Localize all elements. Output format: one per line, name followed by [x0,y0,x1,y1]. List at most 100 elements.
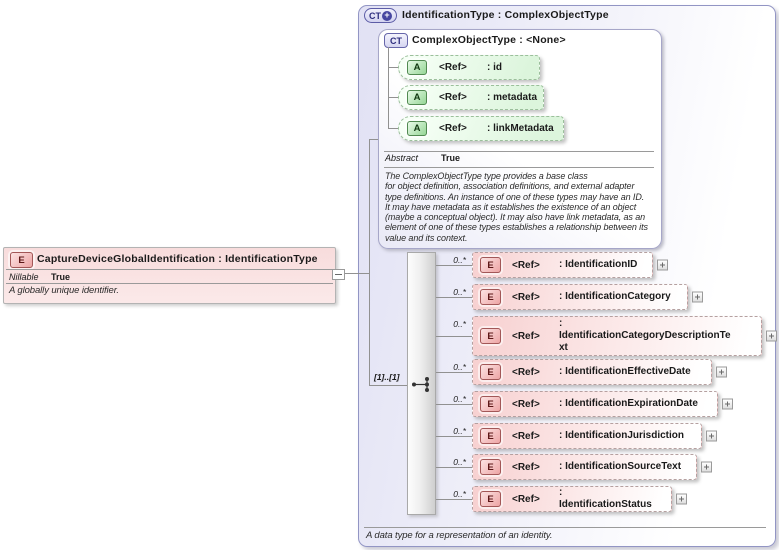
element-ref: <Ref> [512,291,540,303]
facet-label: Nillable [9,272,39,282]
separator [384,167,654,168]
connector-line [436,436,472,437]
occurs-label: 0..* [453,394,466,404]
connector-line [436,265,472,266]
element-icon: E [480,328,501,344]
separator [384,151,654,152]
attribute-name: : metadata [487,92,538,103]
expand-icon[interactable] [676,493,687,505]
connector-line [369,385,407,386]
element-icon: E [480,364,501,380]
connector-line [369,139,378,140]
element-ref: <Ref> [512,430,540,442]
element-row[interactable]: E <Ref> : IdentificationCategoryDescript… [472,316,777,356]
attribute-row[interactable]: A <Ref> : metadata [398,85,544,110]
element-row[interactable]: E <Ref> : IdentificationExpirationDate [472,391,733,417]
element-row[interactable]: E <Ref> : IdentificationEffectiveDate [472,359,727,385]
connector-line [436,499,472,500]
element-ref: <Ref> [512,330,540,342]
separator [6,269,333,270]
extension-plus-icon: + [382,10,392,21]
source-element-card[interactable]: E CaptureDeviceGlobalIdentification : Id… [3,247,336,304]
complex-type-icon: CT [384,33,408,48]
connector-line [436,404,472,405]
element-name: : IdentificationJurisdiction [559,430,685,441]
occurs-label: 0..* [453,457,466,467]
occurs-label: 0..* [453,287,466,297]
attribute-icon: A [407,121,427,136]
base-type-title: ComplexObjectType : <None> [412,34,566,46]
element-row[interactable]: E <Ref> : IdentificationStatus [472,486,687,512]
occurs-label: 0..* [453,362,466,372]
source-element-annotation: A globally unique identifier. [9,285,119,296]
complex-type-icon-label: CT [369,10,381,21]
attribute-ref: <Ref> [439,92,467,103]
facet-label: Abstract [385,153,419,163]
connector-line [388,47,389,129]
element-icon: E [480,257,501,273]
connector-line [436,372,472,373]
element-icon: E [480,289,501,305]
connector-line [388,97,400,98]
attribute-ref: <Ref> [439,123,467,134]
element-row[interactable]: E <Ref> : IdentificationSourceText [472,454,712,480]
type-card-title: IdentificationType : ComplexObjectType [402,9,609,21]
element-name: : IdentificationCategoryDescriptionText [559,318,731,353]
connector-line [436,297,472,298]
expand-icon[interactable] [716,366,727,378]
expand-icon[interactable] [722,398,733,410]
connector-line [388,67,400,68]
element-ref: <Ref> [512,493,540,505]
connector-line [388,128,400,129]
connector-line [436,336,472,337]
complex-type-extension-icon: CT + [364,8,397,23]
element-icon: E [480,459,501,475]
facet-value: True [51,272,71,282]
attribute-row[interactable]: A <Ref> : linkMetadata [398,116,564,141]
attribute-name: : id [487,62,502,73]
attribute-ref: <Ref> [439,62,467,73]
element-ref: <Ref> [512,366,540,378]
separator [6,283,333,284]
element-icon: E [10,252,33,268]
source-element-title: CaptureDeviceGlobalIdentification : Iden… [37,253,318,265]
element-row[interactable]: E <Ref> : IdentificationCategory [472,284,703,310]
connector-line [436,467,472,468]
element-name: : IdentificationSourceText [559,461,682,472]
element-ref: <Ref> [512,398,540,410]
attribute-name: : linkMetadata [487,123,554,134]
connector-line [369,139,370,386]
occurs-label: 0..* [453,255,466,265]
cardinality-label: [1]..[1] [374,372,400,382]
attribute-icon: A [407,90,427,105]
element-name: : IdentificationCategory [559,291,671,302]
element-name: : IdentificationExpirationDate [559,398,698,409]
element-row[interactable]: E <Ref> : IdentificationJurisdiction [472,423,717,449]
element-icon: E [480,428,501,444]
element-ref: <Ref> [512,259,540,271]
expand-icon[interactable] [766,330,777,342]
separator [364,527,766,528]
type-annotation: A data type for a representation of an i… [366,530,553,541]
element-name: : IdentificationID [559,259,638,270]
element-row[interactable]: E <Ref> : IdentificationID [472,252,668,278]
expand-icon[interactable] [706,430,717,442]
attribute-icon: A [407,60,427,75]
expand-icon[interactable] [657,259,668,271]
occurs-label: 0..* [453,489,466,499]
element-name: : IdentificationStatus [559,487,652,510]
occurs-label: 0..* [453,319,466,329]
element-icon: E [480,491,501,507]
base-type-annotation: The ComplexObjectType type provides a ba… [385,171,648,243]
facet-value: True [441,153,461,163]
occurs-label: 0..* [453,426,466,436]
element-name: : IdentificationEffectiveDate [559,366,691,377]
collapse-icon[interactable] [332,269,345,280]
expand-icon[interactable] [692,291,703,303]
sequence-compositor-icon[interactable] [410,375,434,394]
attribute-row[interactable]: A <Ref> : id [398,55,540,80]
connector-line [345,273,370,274]
element-ref: <Ref> [512,461,540,473]
expand-icon[interactable] [701,461,712,473]
